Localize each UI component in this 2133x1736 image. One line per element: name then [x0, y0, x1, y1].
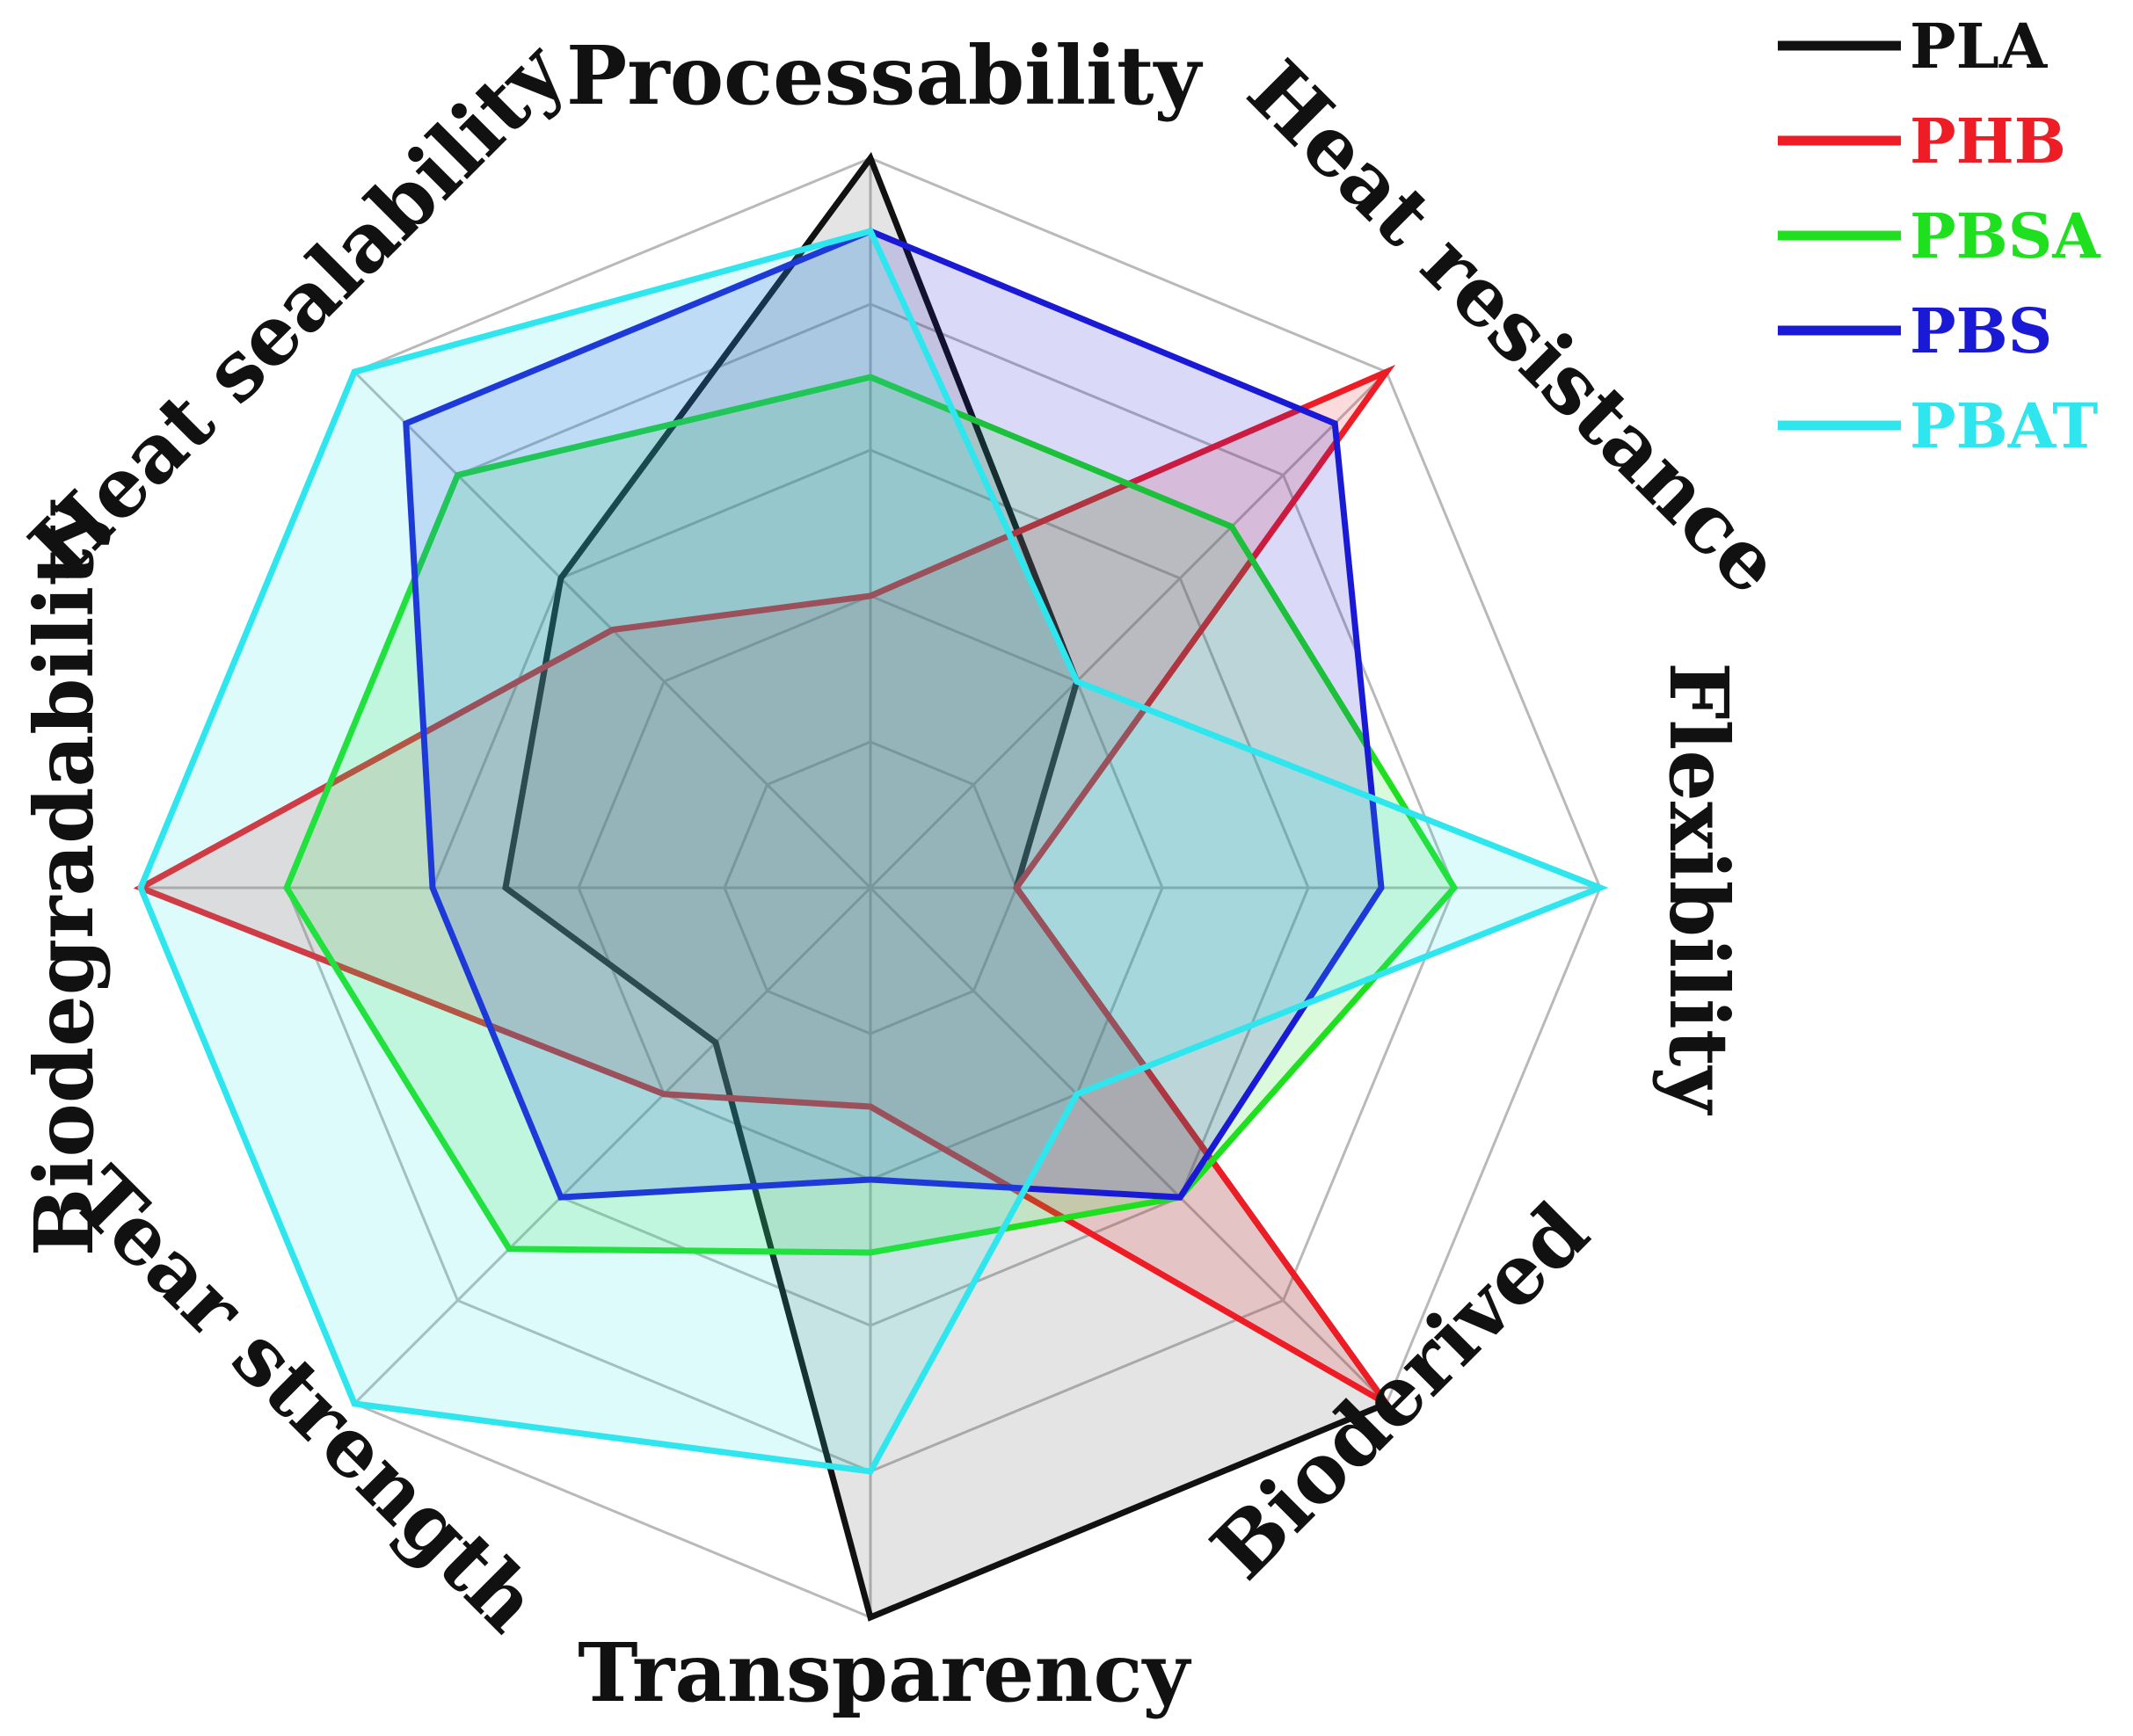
- series-layer: [133, 151, 1609, 1622]
- legend-label-phb: PHB: [1910, 105, 2066, 178]
- legend-item-pbsa: PBSA: [1778, 200, 2101, 272]
- legend-label-pbsa: PBSA: [1910, 200, 2101, 272]
- legend-item-phb: PHB: [1778, 105, 2066, 178]
- legend-item-pbat: PBAT: [1778, 389, 2098, 462]
- legend-label-pbat: PBAT: [1910, 389, 2098, 462]
- legend: PLA PHB PBSA PBS PBAT: [1778, 10, 2101, 462]
- axis-label-biodegradability: Biodegradability: [17, 499, 112, 1256]
- legend-item-pla: PLA: [1778, 10, 2049, 83]
- legend-item-pbs: PBS: [1778, 294, 2052, 367]
- axis-label-transparency: Transparency: [578, 1625, 1191, 1720]
- axis-label-processability: Processability: [566, 28, 1203, 123]
- series-pbat: [137, 227, 1609, 1475]
- grid-spoke-5: [353, 886, 872, 1405]
- grid-spoke-1: [869, 371, 1387, 890]
- legend-label-pla: PLA: [1910, 10, 2049, 83]
- legend-label-pbs: PBS: [1910, 294, 2052, 367]
- axis-label-flexibility: Flexibility: [1651, 662, 1746, 1115]
- grid-spoke-3: [869, 886, 1387, 1405]
